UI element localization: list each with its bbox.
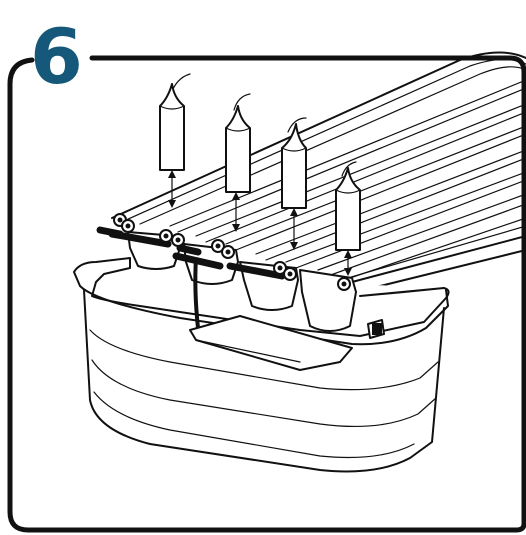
plant-plug	[281, 117, 307, 250]
plant-plug	[225, 93, 251, 232]
plant-plugs	[159, 73, 361, 276]
plant-plug	[335, 161, 361, 276]
panel-frame	[7, 55, 526, 533]
irrigation-tubing	[96, 226, 286, 329]
step-number: 6	[30, 12, 83, 101]
fittings	[113, 213, 351, 291]
plant-plug	[159, 73, 191, 208]
assembly-illustration	[73, 51, 526, 473]
